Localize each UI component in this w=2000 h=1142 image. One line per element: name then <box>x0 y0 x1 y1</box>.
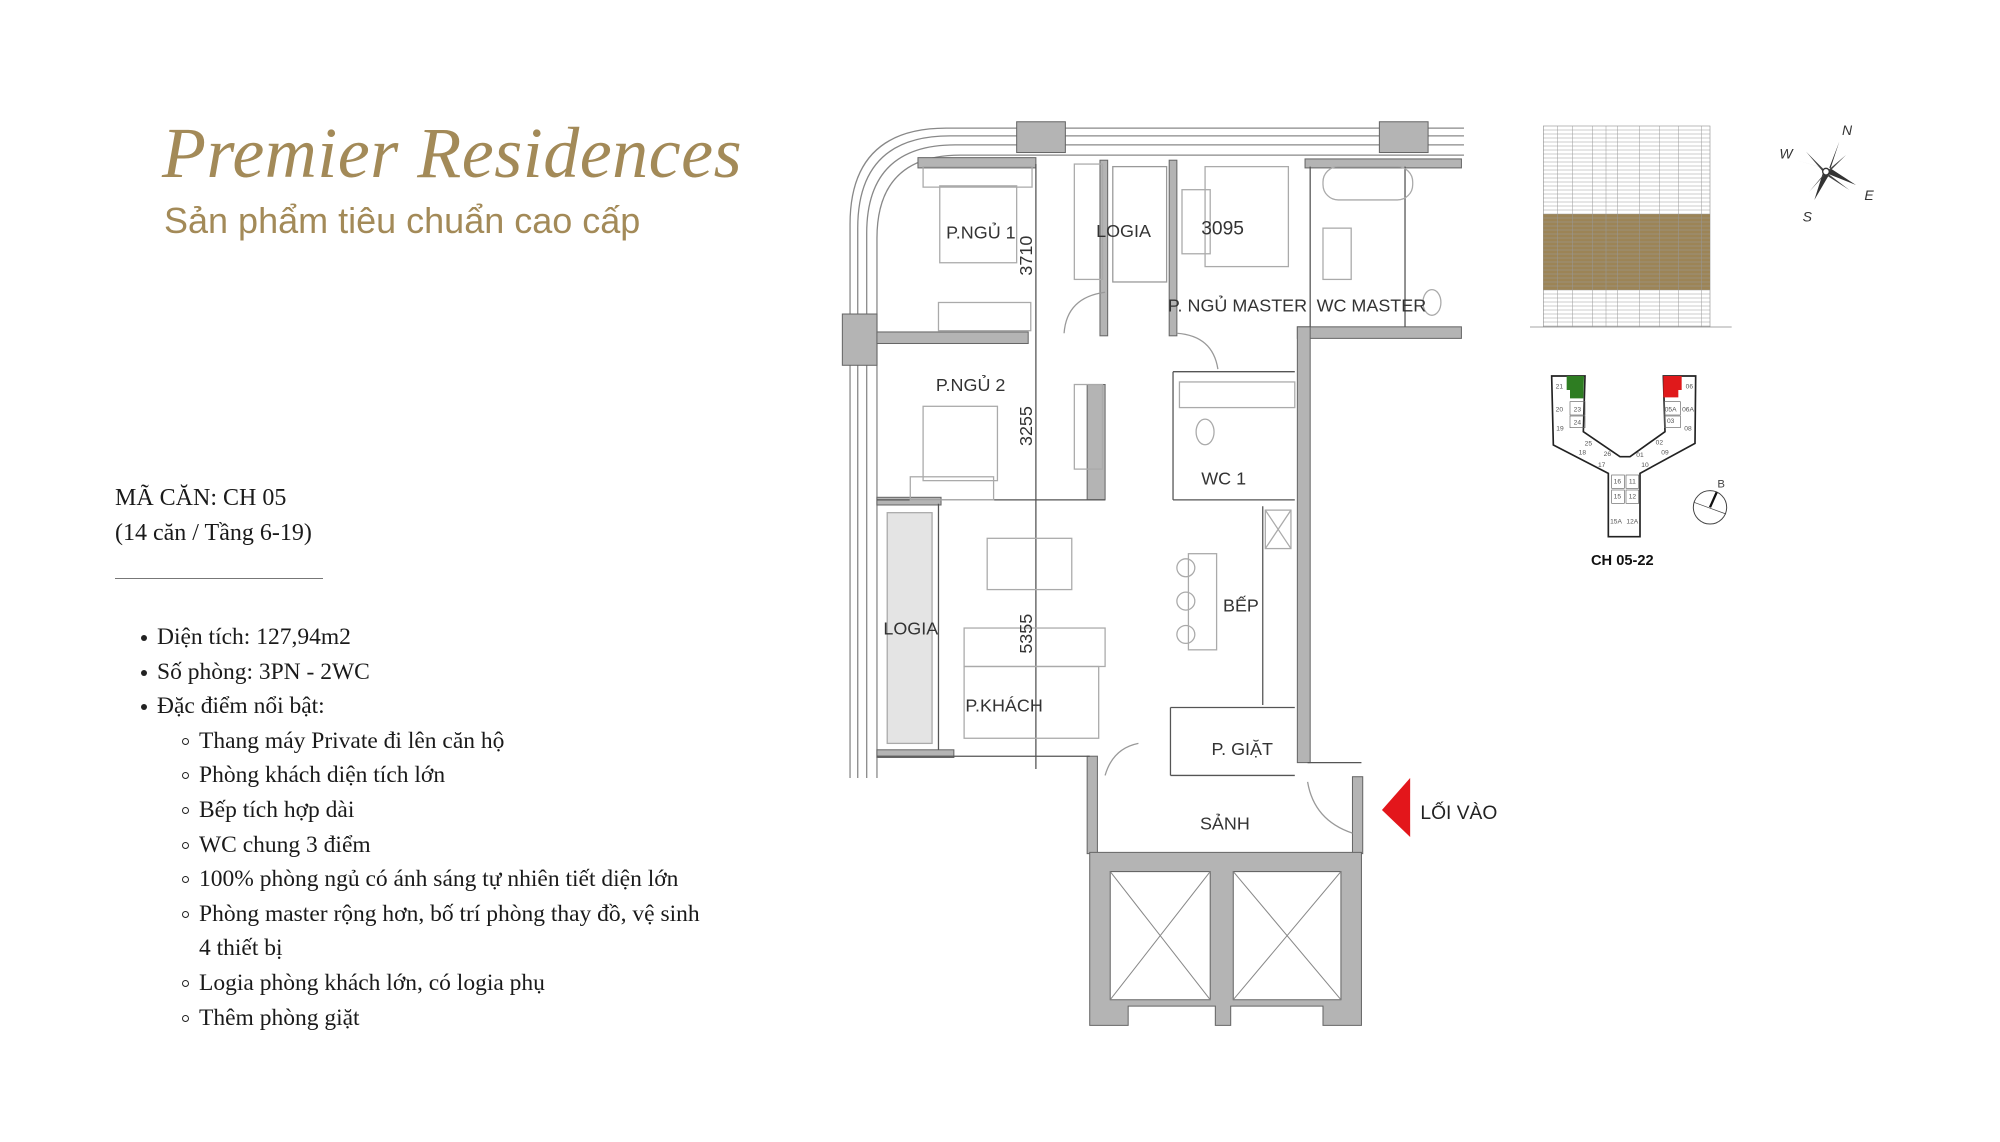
label-wc-master: WC MASTER <box>1317 295 1427 315</box>
room-labels: P.NGỦ 1 3710 LOGIA 3095 P. NGỦ MASTER WC… <box>883 219 1426 834</box>
dimension-bedroom-2: 3255 <box>1016 406 1036 446</box>
feature-list: Diện tích: 127,94m2 Số phòng: 3PN - 2WC … <box>115 620 700 1035</box>
page-title: Premier Residences <box>162 113 743 193</box>
feature-highlights-heading: Đặc điểm nổi bật: <box>115 689 700 724</box>
key-plan-unit-green <box>1566 376 1584 399</box>
highlight-item: Phòng master rộng hơn, bố trí phòng thay… <box>115 897 700 932</box>
key-plan-unit-number: 24 <box>1574 420 1582 427</box>
key-plan-unit-number: 20 <box>1556 406 1564 413</box>
unit-count: (14 căn / Tầng 6-19) <box>115 520 312 546</box>
furniture <box>886 163 1442 745</box>
key-plan-unit-number: 25 <box>1585 440 1593 447</box>
label-bedroom-1: P.NGỦ 1 <box>946 221 1015 242</box>
walls <box>841 121 1462 1026</box>
key-plan-unit-number: 23 <box>1574 406 1582 413</box>
key-plan-unit-number: 11 <box>1629 478 1636 485</box>
highlight-item: Logia phòng khách lớn, có logia phụ <box>115 966 700 1001</box>
key-plan-unit-number: 17 <box>1598 462 1606 469</box>
feature-area: Diện tích: 127,94m2 <box>115 620 700 655</box>
label-lobby: SẢNH <box>1200 812 1250 833</box>
key-plan-unit-selected <box>1663 376 1682 398</box>
key-plan-unit-number: 19 <box>1556 425 1564 432</box>
label-living-room: P.KHÁCH <box>965 695 1042 715</box>
key-plan-unit-number: 15 <box>1614 494 1622 501</box>
key-plan-unit-number: 08 <box>1684 425 1692 432</box>
key-plan-unit-number: 06 <box>1686 384 1694 391</box>
label-laundry: P. GIẶT <box>1211 739 1273 759</box>
label-master-bedroom: P. NGỦ MASTER <box>1168 294 1307 315</box>
key-plan-unit-number: 26 <box>1604 451 1612 458</box>
entrance-label: LỐI VÀO <box>1420 802 1497 824</box>
curved-facade <box>849 127 1464 778</box>
key-plan: 21 20 23 24 19 25 18 26 17 16 11 15 12 15A 12A 01 02 10 09… <box>1550 375 1697 569</box>
label-bedroom-2: P.NGỦ 2 <box>936 374 1005 395</box>
compass-s: S <box>1803 209 1813 225</box>
label-wc-1: WC 1 <box>1201 468 1246 488</box>
compass-n: N <box>1842 122 1853 138</box>
key-plan-unit-number: 03 <box>1667 418 1675 425</box>
dimension-living: 5355 <box>1016 614 1036 654</box>
highlight-item-continuation: 4 thiết bị <box>199 935 283 962</box>
key-plan-unit-number: 12A <box>1626 519 1638 526</box>
compass-w: W <box>1779 145 1794 161</box>
label-kitchen: BẾP <box>1223 594 1259 615</box>
key-plan-unit-number: 16 <box>1614 478 1622 485</box>
key-plan-unit-number: 10 <box>1641 462 1649 469</box>
building-context: N W E S 21 20 23 24 19 25 18 26 17 16 11 15 12 15A 12A… <box>1530 122 1874 569</box>
interior-lines <box>876 164 1406 834</box>
key-plan-unit-number: 18 <box>1579 450 1587 457</box>
key-plan-unit-number: 05A <box>1665 406 1677 413</box>
orientation-icon: B <box>1692 478 1728 525</box>
key-plan-label: CH 05-22 <box>1591 553 1654 569</box>
key-plan-unit-number: 21 <box>1556 384 1564 391</box>
highlight-item: Phòng khách diện tích lớn <box>115 758 700 793</box>
unit-code: MÃ CĂN: CH 05 <box>115 485 287 511</box>
key-plan-unit-number: 12 <box>1629 494 1637 501</box>
key-plan-unit-number: 15A <box>1610 519 1622 526</box>
highlight-item: Thang máy Private đi lên căn hộ <box>115 724 700 759</box>
feature-rooms: Số phòng: 3PN - 2WC <box>115 655 700 690</box>
key-plan-unit-number: 02 <box>1656 440 1664 447</box>
lift-crosses <box>1109 871 1342 1001</box>
divider <box>115 578 323 579</box>
key-plan-unit-number: 09 <box>1661 450 1669 457</box>
key-plan-unit-number: 06A <box>1682 406 1694 413</box>
compass-icon: N W E S <box>1779 122 1874 225</box>
highlight-item: Thêm phòng giặt <box>115 1001 700 1036</box>
dimension-master: 3095 <box>1201 219 1244 240</box>
dimension-bedroom-1: 3710 <box>1016 236 1036 276</box>
building-elevation <box>1530 125 1732 328</box>
label-logia-top: LOGIA <box>1096 221 1151 241</box>
highlight-item: 100% phòng ngủ có ánh sáng tự nhiên tiết… <box>115 862 700 897</box>
compass-e: E <box>1864 187 1874 203</box>
key-plan-unit-number: 01 <box>1636 452 1644 459</box>
highlighted-floors <box>1543 214 1710 290</box>
entrance-arrow-icon <box>1381 777 1411 837</box>
orientation-label: B <box>1717 478 1725 490</box>
highlight-item: Bếp tích hợp dài <box>115 793 700 828</box>
label-logia-left: LOGIA <box>883 618 938 638</box>
highlight-item: WC chung 3 điểm <box>115 828 700 863</box>
page-subtitle: Sản phẩm tiêu chuẩn cao cấp <box>164 200 641 241</box>
